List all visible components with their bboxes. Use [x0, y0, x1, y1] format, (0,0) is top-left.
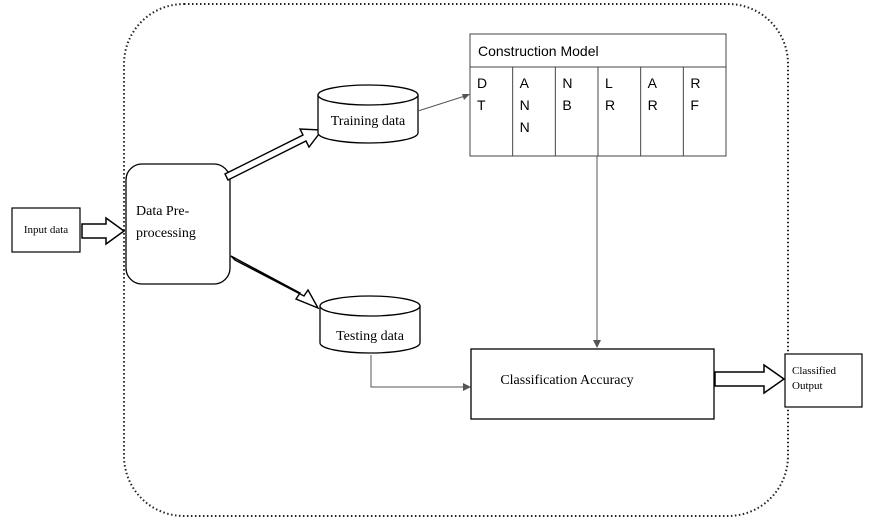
preprocessing-label-line1: Data Pre- [136, 204, 190, 219]
arrow-model-to-accuracy [593, 156, 601, 348]
arrow-preprocessing-to-training [224, 128, 324, 181]
classified-output-line2: Output [792, 380, 823, 392]
model-column-letter: R [690, 75, 700, 91]
model-column-letter: T [477, 97, 486, 113]
training-data-label: Training data [331, 114, 406, 129]
model-column-letter: A [520, 75, 530, 91]
classification-accuracy-node: Classification Accuracy [470, 348, 715, 420]
classification-accuracy-label: Classification Accuracy [500, 373, 633, 388]
model-column-letter: L [605, 75, 613, 91]
arrow-training-to-model [417, 94, 470, 112]
testing-data-label: Testing data [336, 329, 405, 344]
classified-output-node: Classified Output [784, 353, 863, 408]
arrow-input-to-preprocessing [81, 216, 126, 246]
training-data-node: Training data [317, 84, 419, 144]
model-column-letter: N [562, 75, 572, 91]
model-column-letter: A [648, 75, 658, 91]
construction-model-title: Construction Model [478, 43, 599, 59]
model-column-letter: N [520, 97, 530, 113]
arrow-testing-to-accuracy [370, 355, 471, 391]
input-data-label: Input data [24, 224, 68, 236]
model-column-letter: B [562, 97, 571, 113]
input-data-node: Input data [11, 207, 81, 253]
classified-output-line1: Classified [792, 365, 836, 377]
testing-data-node: Testing data [319, 295, 421, 354]
model-column-letter: R [605, 97, 615, 113]
arrow-preprocessing-to-testing [230, 255, 320, 310]
arrow-accuracy-to-output [714, 363, 786, 395]
model-column-letter: D [477, 75, 487, 91]
preprocessing-node: Data Pre- processing [125, 163, 231, 285]
model-column-letter: F [690, 97, 699, 113]
model-column-letter: R [648, 97, 658, 113]
preprocessing-label-line2: processing [136, 226, 196, 241]
system-boundary [123, 3, 789, 517]
model-column-letter: N [520, 119, 530, 135]
